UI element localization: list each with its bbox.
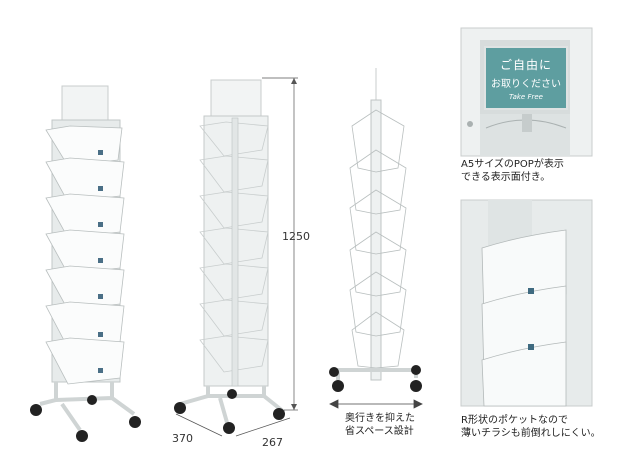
depth-dimension: 267 bbox=[262, 436, 283, 449]
depth-compact-caption-line2: 省スペース設計 bbox=[345, 426, 414, 437]
pop-sign-line2: お取りください bbox=[491, 79, 561, 90]
r-pocket-caption-line2: 薄いチラシも前倒れしにくい。 bbox=[461, 428, 601, 439]
height-dimension: 1250 bbox=[282, 230, 310, 243]
pop-sign-line3: Take Free bbox=[509, 93, 543, 101]
stand-perspective-view bbox=[174, 77, 298, 437]
pop-display-caption-line1: A5サイズのPOPが表示 bbox=[461, 159, 564, 170]
width-dimension: 370 bbox=[172, 432, 193, 445]
r-pocket-caption: R形状のポケットなので 薄いチラシも前倒れしにくい。 bbox=[461, 414, 601, 440]
depth-compact-caption-line1: 奥行きを抑えた bbox=[345, 413, 415, 424]
pop-sign-line1: ご自由に bbox=[499, 58, 552, 72]
pop-display-caption-line2: できる表示面付き。 bbox=[461, 172, 551, 183]
stand-side-view bbox=[329, 68, 423, 409]
depth-compact-caption: 奥行きを抑えた 省スペース設計 bbox=[345, 412, 415, 438]
r-pocket-caption-line1: R形状のポケットなので bbox=[461, 415, 568, 426]
pop-display-caption: A5サイズのPOPが表示 できる表示面付き。 bbox=[461, 158, 564, 184]
pocket-detail-photo bbox=[460, 199, 593, 407]
pop-sign: ご自由に お取りください Take Free bbox=[484, 46, 568, 110]
stand-front-view bbox=[30, 85, 141, 442]
